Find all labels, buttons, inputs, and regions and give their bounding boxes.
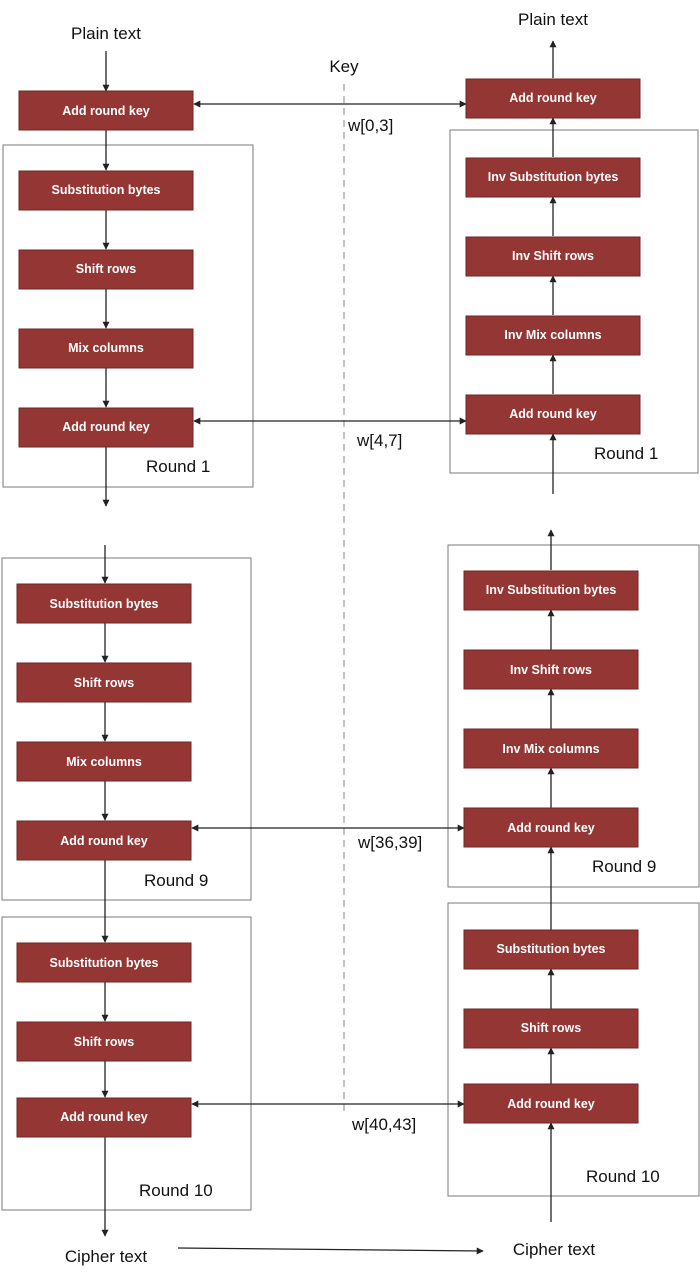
key-word-w36-39: w[36,39] — [357, 833, 422, 852]
encrypt-flow-arrows — [101, 51, 110, 1237]
enc-plain-text-label: Plain text — [71, 24, 141, 43]
dec-plain-text-label: Plain text — [518, 10, 588, 29]
enc-r1-substitution-bytes: Substitution bytes — [18, 170, 194, 211]
key-connections — [191, 100, 467, 1108]
svg-text:Add round key: Add round key — [507, 821, 595, 835]
dec-final-add-round-key: Add round key — [465, 78, 641, 119]
key-word-w0-3: w[0,3] — [347, 116, 393, 135]
svg-text:Add round key: Add round key — [60, 834, 148, 848]
svg-text:Mix columns: Mix columns — [68, 341, 144, 355]
svg-text:Add round key: Add round key — [507, 1097, 595, 1111]
dec-r10-add-round-key: Add round key — [463, 1083, 639, 1124]
dec-r10-shift-rows: Shift rows — [463, 1008, 639, 1049]
enc-r1-shift-rows: Shift rows — [18, 249, 194, 290]
decrypt-flow-arrows — [547, 40, 557, 1222]
enc-r1-add-round-key: Add round key — [18, 407, 194, 448]
svg-text:Substitution bytes: Substitution bytes — [49, 597, 158, 611]
enc-r9-shift-rows: Shift rows — [16, 662, 192, 703]
svg-text:Substitution bytes: Substitution bytes — [496, 942, 605, 956]
svg-text:Inv Substitution bytes: Inv Substitution bytes — [488, 170, 619, 184]
svg-text:Add round key: Add round key — [509, 407, 597, 421]
svg-text:Add round key: Add round key — [60, 1110, 148, 1124]
enc-round9-label: Round 9 — [144, 871, 208, 890]
dec-r9-inv-mix-columns: Inv Mix columns — [463, 728, 639, 769]
enc-round1-box — [2, 144, 254, 488]
svg-text:Inv Mix columns: Inv Mix columns — [504, 328, 601, 342]
enc-r10-shift-rows: Shift rows — [16, 1021, 192, 1062]
svg-text:Shift rows: Shift rows — [76, 262, 136, 276]
dec-round10-label: Round 10 — [586, 1167, 660, 1186]
svg-text:Shift rows: Shift rows — [521, 1021, 581, 1035]
svg-text:Mix columns: Mix columns — [66, 755, 142, 769]
enc-r9-mix-columns: Mix columns — [16, 741, 192, 782]
svg-text:Inv Mix columns: Inv Mix columns — [502, 742, 599, 756]
dec-r1-add-round-key: Add round key — [465, 394, 641, 435]
key-word-w4-7: w[4,7] — [356, 431, 402, 450]
cipher-transfer-arrow — [177, 1247, 484, 1255]
svg-text:Inv Shift rows: Inv Shift rows — [512, 249, 594, 263]
svg-text:Inv Substitution bytes: Inv Substitution bytes — [486, 583, 617, 597]
svg-text:Add round key: Add round key — [509, 91, 597, 105]
dec-round1-label: Round 1 — [594, 444, 658, 463]
enc-r9-add-round-key: Add round key — [16, 820, 192, 861]
svg-text:Substitution bytes: Substitution bytes — [49, 956, 158, 970]
dec-r1-inv-mix-columns: Inv Mix columns — [465, 315, 641, 356]
key-label: Key — [329, 57, 359, 76]
enc-r1-mix-columns: Mix columns — [18, 328, 194, 369]
enc-round10-box — [1, 916, 252, 1211]
svg-text:Inv Shift rows: Inv Shift rows — [510, 663, 592, 677]
dec-round9-label: Round 9 — [592, 857, 656, 876]
key-word-w40-43: w[40,43] — [351, 1115, 416, 1134]
enc-r10-substitution-bytes: Substitution bytes — [16, 942, 192, 983]
dec-round10-box — [447, 902, 700, 1197]
enc-r10-add-round-key: Add round key — [16, 1097, 192, 1138]
dec-cipher-text-label: Cipher text — [513, 1240, 595, 1259]
enc-round10-label: Round 10 — [139, 1181, 213, 1200]
dec-r9-add-round-key: Add round key — [463, 807, 639, 848]
enc-initial-add-round-key: Add round key — [18, 90, 194, 131]
dec-r1-inv-substitution-bytes: Inv Substitution bytes — [465, 157, 641, 198]
enc-round1-label: Round 1 — [146, 457, 210, 476]
dec-round9-box — [447, 544, 700, 888]
enc-round9-box — [1, 557, 252, 901]
dec-round1-box — [449, 129, 699, 474]
svg-text:Shift rows: Shift rows — [74, 676, 134, 690]
svg-text:Shift rows: Shift rows — [74, 1035, 134, 1049]
dec-r10-substitution-bytes: Substitution bytes — [463, 929, 639, 970]
dec-r1-inv-shift-rows: Inv Shift rows — [465, 236, 641, 277]
dec-r9-inv-substitution-bytes: Inv Substitution bytes — [463, 570, 639, 611]
svg-text:Add round key: Add round key — [62, 420, 150, 434]
dec-r9-inv-shift-rows: Inv Shift rows — [463, 649, 639, 690]
enc-cipher-text-label: Cipher text — [65, 1247, 147, 1266]
svg-text:Substitution bytes: Substitution bytes — [51, 183, 160, 197]
enc-r9-substitution-bytes: Substitution bytes — [16, 583, 192, 624]
svg-text:Add round key: Add round key — [62, 104, 150, 118]
